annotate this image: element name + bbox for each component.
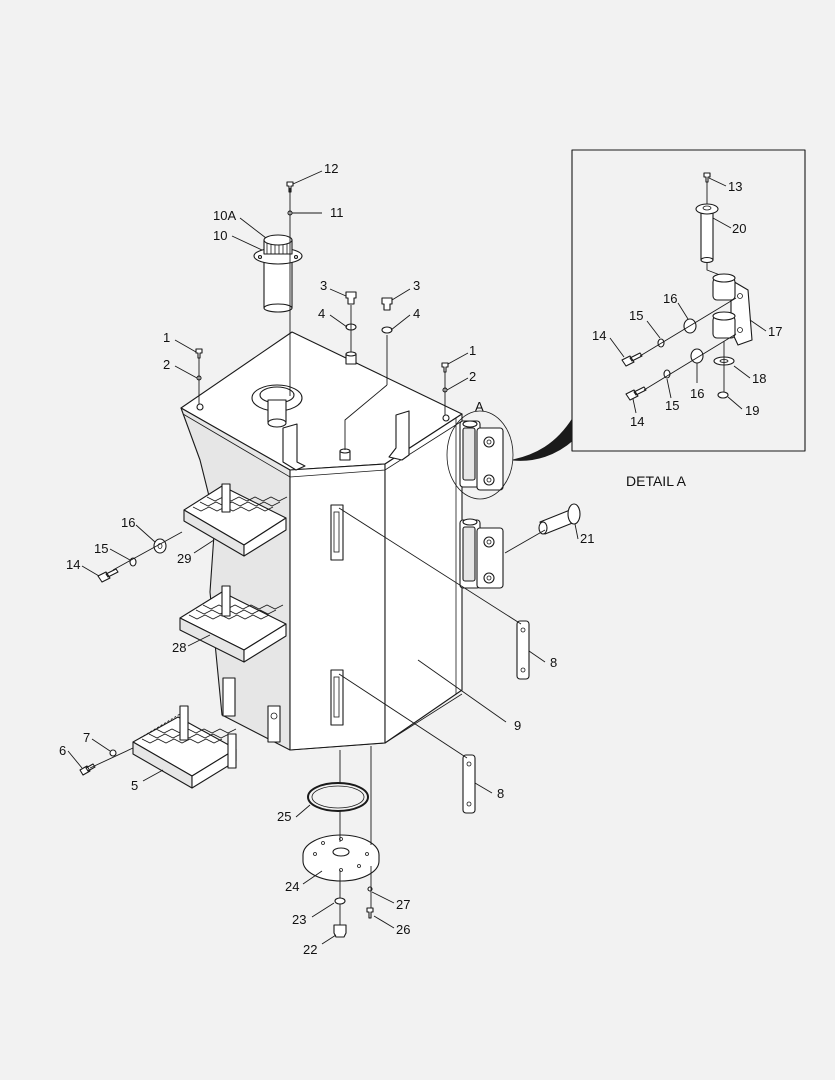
callout-2-right: 2 — [469, 369, 476, 384]
plug-22 — [333, 924, 347, 938]
detail-a-circle — [446, 410, 514, 500]
callout-6: 6 — [59, 743, 66, 758]
hydraulic-tank — [180, 331, 463, 751]
callout-16-left: 16 — [121, 515, 135, 530]
callout-7: 7 — [83, 730, 90, 745]
callout-16-detail-upper: 16 — [663, 291, 677, 306]
washer-7 — [109, 749, 117, 757]
callout-14-left: 14 — [66, 557, 80, 572]
door-hinge-lower — [459, 518, 504, 589]
retainer-19 — [717, 391, 729, 399]
callout-14-detail-upper: 14 — [592, 328, 606, 343]
screw-12 — [286, 181, 294, 193]
seal-4-right — [381, 326, 393, 334]
detail-arrow — [512, 416, 574, 461]
callout-10: 10 — [213, 228, 227, 243]
callout-3-right: 3 — [413, 278, 420, 293]
step-5 — [132, 705, 237, 789]
callout-28: 28 — [172, 640, 186, 655]
callout-13: 13 — [728, 179, 742, 194]
callout-1-left: 1 — [163, 330, 170, 345]
callout-24: 24 — [285, 879, 299, 894]
callout-2-left: 2 — [163, 357, 170, 372]
callout-29: 29 — [177, 551, 191, 566]
o-ring-25 — [307, 782, 369, 812]
door-hinge-upper — [459, 420, 504, 491]
callout-23: 23 — [292, 912, 306, 927]
callout-4-right: 4 — [413, 306, 420, 321]
cover-24 — [302, 834, 380, 882]
callout-4-left: 4 — [318, 306, 325, 321]
washer-16-detail-lower — [690, 348, 704, 364]
detail-marker: A — [475, 399, 484, 414]
bolt-26 — [366, 907, 374, 919]
callout-15-detail-lower: 15 — [665, 398, 679, 413]
callout-20: 20 — [732, 221, 746, 236]
strap-8-upper — [516, 620, 530, 680]
step-28 — [179, 585, 287, 663]
pin-21 — [538, 503, 581, 535]
callout-10a: 10A — [213, 208, 236, 223]
callout-16-detail-lower: 16 — [690, 386, 704, 401]
callouts-main: 12 11 10A 10 3 4 3 4 1 2 1 2 16 15 14 29… — [59, 161, 594, 957]
strap-8-lower — [462, 754, 476, 814]
plug-3-right — [381, 297, 393, 311]
callout-15-detail-upper: 15 — [629, 308, 643, 323]
screw-13 — [703, 172, 711, 183]
seal-23 — [334, 897, 346, 905]
callout-11: 11 — [330, 205, 344, 220]
bolt-14-detail-upper — [621, 352, 643, 367]
center-lines — [89, 188, 546, 925]
callout-15-left: 15 — [94, 541, 108, 556]
bolt-6 — [79, 763, 96, 776]
callout-19: 19 — [745, 403, 759, 418]
bolt-1-left — [195, 348, 203, 359]
callout-8-lower: 8 — [497, 786, 504, 801]
callout-5: 5 — [131, 778, 138, 793]
callout-12: 12 — [324, 161, 338, 176]
filter-10 — [253, 234, 303, 313]
detail-a-panel: 13 20 16 15 14 17 18 16 15 19 14 — [571, 149, 806, 452]
plug-3-left — [345, 291, 357, 305]
callout-25: 25 — [277, 809, 291, 824]
bolt-1-right — [441, 362, 449, 373]
callout-18: 18 — [752, 371, 766, 386]
bolt-14-detail-lower — [625, 386, 647, 401]
hinge-17 — [712, 273, 753, 346]
callout-1-right: 1 — [469, 343, 476, 358]
callout-8-upper: 8 — [550, 655, 557, 670]
callout-22: 22 — [303, 942, 317, 957]
step-29 — [183, 483, 288, 557]
callout-3-left: 3 — [320, 278, 327, 293]
leader-lines — [67, 170, 579, 945]
callout-14-detail-lower: 14 — [630, 414, 644, 429]
detail-a-label: DETAIL A — [626, 473, 687, 489]
callout-21: 21 — [580, 531, 594, 546]
callout-17: 17 — [768, 324, 782, 339]
callout-9: 9 — [514, 718, 521, 733]
bolt-14-left — [97, 568, 119, 583]
callout-27: 27 — [396, 897, 410, 912]
callout-26: 26 — [396, 922, 410, 937]
